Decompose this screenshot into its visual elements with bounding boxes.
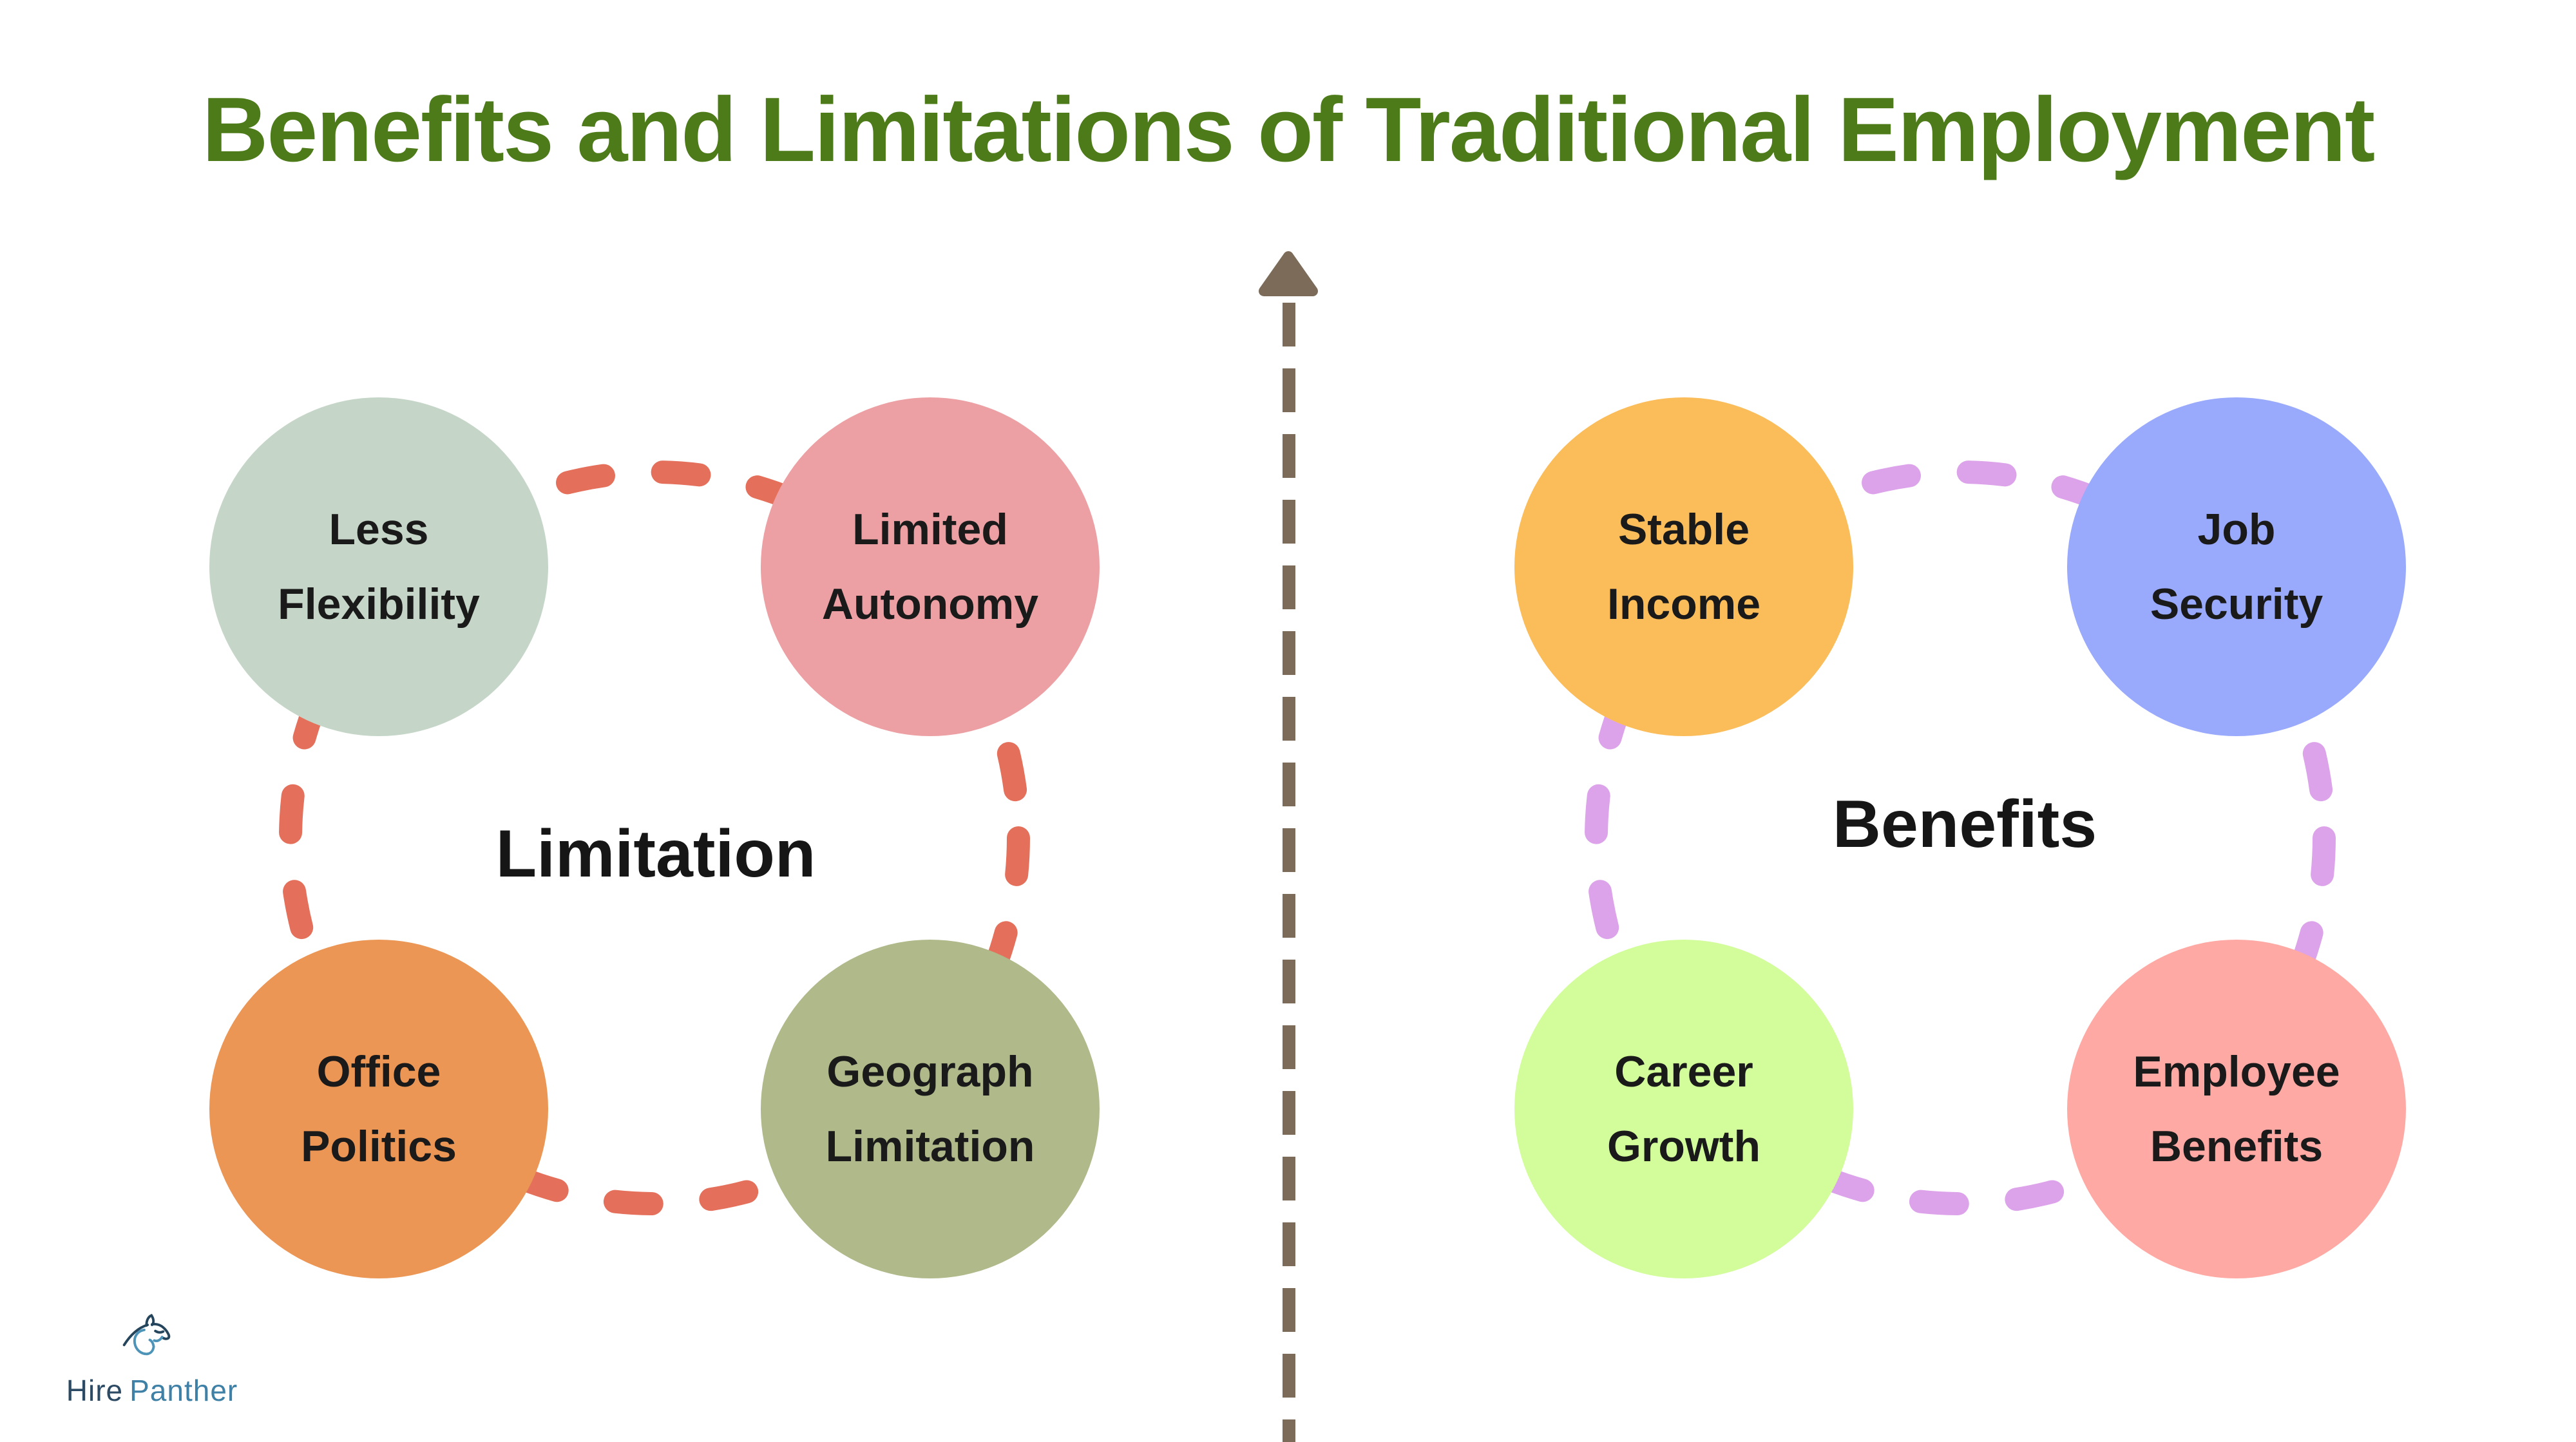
limitation-circle-limited-autonomy: Limited Autonomy [761,397,1100,736]
limitation-circle-office-politics: Office Politics [209,940,548,1278]
circle-label-line: Geograph [826,1047,1034,1096]
arrow-up-icon [1259,251,1318,296]
circle-label-line: Income [1607,580,1761,629]
circle-label-line: Less [329,505,429,554]
benefit-circle-job-security: Job Security [2067,397,2406,736]
logo-wordmark: Hire Panther [66,1376,238,1405]
circle-label-line: Career [1614,1047,1753,1096]
limitation-circle-less-flexibility: Less Flexibility [209,397,548,736]
benefit-circle-stable-income: Stable Income [1514,397,1853,736]
benefits-connector-ring [1585,460,2336,1215]
circle-label-line: Benefits [2150,1122,2323,1171]
benefit-circle-career-growth: Career Growth [1514,940,1853,1278]
circle-label-line: Employee [2133,1047,2340,1096]
circle-label-line: Growth [1607,1122,1760,1171]
page-title: Benefits and Limitations of Traditional … [202,79,2375,181]
benefits-group-label: Benefits [1832,787,2097,862]
benefit-circle-employee-benefits: Employee Benefits [2067,940,2406,1278]
circle-label-line: Limitation [825,1122,1035,1171]
circle-label-line: Security [2150,580,2323,629]
circle-label-line: Politics [301,1122,457,1171]
panther-icon-light-lines [133,1328,164,1356]
panther-icon [122,1314,171,1356]
limitations-group-label: Limitation [495,817,816,891]
limitations-connector-ring [279,460,1030,1215]
circle-label-line: Limited [852,505,1008,554]
circle-label-line: Stable [1617,505,1750,554]
circle-label-line: Job [2197,505,2276,554]
divider-arrow [1259,251,1318,1442]
hirepanther-logo: Hire Panther [55,1314,249,1405]
circle-label-line: Autonomy [821,580,1039,629]
panther-icon-dark-lines [122,1314,171,1347]
logo-word-panther: Panther [129,1374,238,1407]
circle-label-line: Office [316,1047,441,1096]
limitation-circle-geograph-limitation: Geograph Limitation [761,940,1100,1278]
circle-label-line: Flexibility [278,580,480,629]
logo-word-hire: Hire [66,1374,124,1407]
